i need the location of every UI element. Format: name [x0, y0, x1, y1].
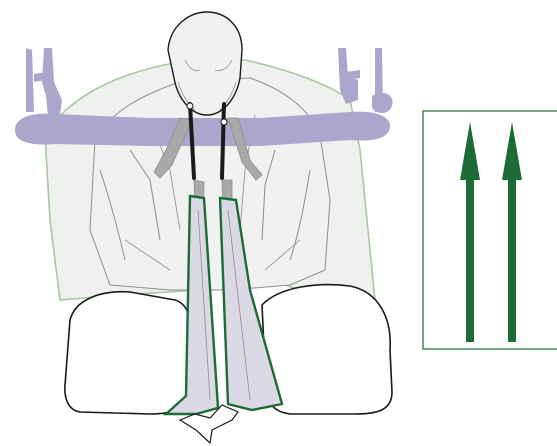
knee-right — [262, 285, 392, 414]
direction-legend — [423, 111, 557, 349]
knee-left — [65, 292, 191, 414]
legend-border — [423, 111, 557, 349]
arrow-up-icon — [502, 122, 522, 342]
harness-upright-left — [26, 48, 34, 112]
harness-upright-left-2 — [42, 48, 62, 116]
harness-knob-right — [372, 93, 393, 113]
riser-right — [222, 104, 224, 178]
riser-clip-right — [221, 119, 227, 125]
riser-clip-left — [187, 103, 193, 109]
harness-brace-right — [346, 70, 360, 80]
arrow-up-icon — [460, 122, 480, 342]
